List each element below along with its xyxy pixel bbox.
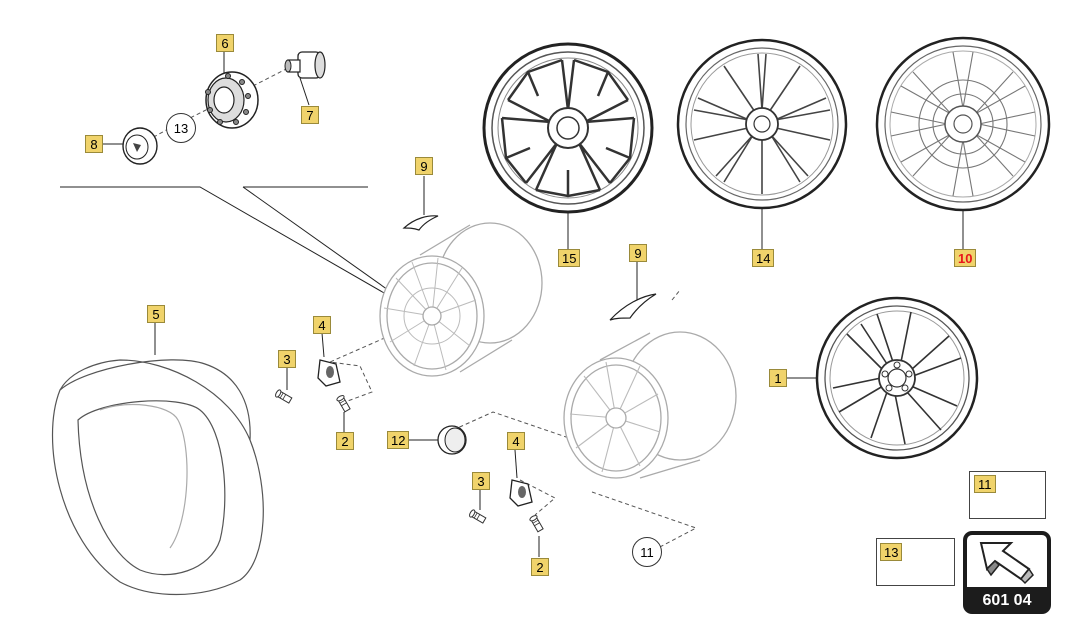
navigation-arrow-icon xyxy=(979,542,1034,585)
callout-c7: 7 xyxy=(301,106,319,124)
cap-8 xyxy=(122,127,158,165)
callout-c13b: 13 xyxy=(880,543,903,561)
callout-c8: 8 xyxy=(85,135,103,153)
callout-c4b: 4 xyxy=(507,432,525,450)
tyre-5 xyxy=(51,359,264,596)
sensor-4-lower xyxy=(509,479,533,507)
weight-9-upper xyxy=(402,215,439,231)
page-code: 601 04 xyxy=(982,592,1032,609)
callout-c2b: 2 xyxy=(531,558,549,576)
wheel-1 xyxy=(815,296,979,460)
callout-c11a: 11 xyxy=(632,537,662,567)
cap-12 xyxy=(437,425,467,455)
badge-arrow-area xyxy=(967,535,1047,587)
page-badge: 601 04 xyxy=(963,531,1051,614)
callout-c13a: 13 xyxy=(166,113,196,143)
valve-3-lower xyxy=(467,508,487,525)
wheel-10 xyxy=(875,36,1051,212)
weight-9-lower xyxy=(609,293,657,321)
callout-c10: 10 xyxy=(954,249,977,267)
callout-c11b: 11 xyxy=(974,475,996,493)
callout-c3b: 3 xyxy=(472,472,490,490)
callout-c9a: 9 xyxy=(415,157,433,175)
callout-c2a: 2 xyxy=(336,432,354,450)
callout-c14: 14 xyxy=(752,249,775,267)
callout-c12: 12 xyxy=(387,431,410,449)
valve-2-lower xyxy=(528,513,545,533)
valve-2-upper xyxy=(335,393,352,413)
callout-c6: 6 xyxy=(216,34,234,52)
valve-3-upper xyxy=(273,388,293,405)
sensor-4-upper xyxy=(317,359,341,387)
wheel-15 xyxy=(482,42,654,214)
callout-c5: 5 xyxy=(147,305,165,323)
callout-c9b: 9 xyxy=(629,244,647,262)
callout-c15: 15 xyxy=(558,249,581,267)
rim-upper xyxy=(379,222,543,377)
wheel-14 xyxy=(676,38,848,210)
nut-7 xyxy=(284,51,326,79)
callout-c1: 1 xyxy=(769,369,787,387)
callout-c4a: 4 xyxy=(313,316,331,334)
rim-lower xyxy=(563,331,737,479)
hub-part-6 xyxy=(205,71,259,129)
callout-c3a: 3 xyxy=(278,350,296,368)
